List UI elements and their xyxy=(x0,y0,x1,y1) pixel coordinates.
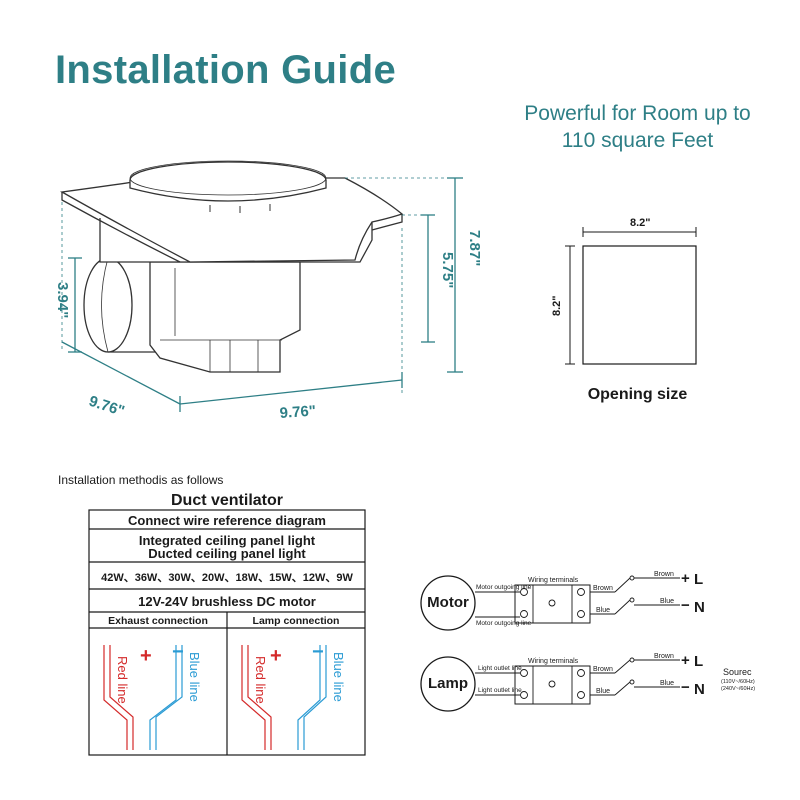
page-title: Installation Guide xyxy=(55,48,396,92)
motor-L: L xyxy=(694,571,703,588)
dim-depth: 9.76" xyxy=(87,393,127,420)
motor-wiring-diagram: Motor Motor outgoing line Motor outgoing… xyxy=(420,570,705,631)
motor-brown-a: Brown xyxy=(593,585,613,592)
installation-method-label: Installation methodis as follows xyxy=(58,473,224,487)
motor-outgoing-bottom: Motor outgoing line xyxy=(476,620,532,627)
lamp-outgoing-bottom: Light outlet line xyxy=(478,687,522,694)
exhaust-blue-line: Blue line xyxy=(187,652,202,702)
motor-brown-b: Brown xyxy=(654,571,674,578)
table-row-ducted-light: Ducted ceiling panel light xyxy=(148,546,306,561)
source-line-2: (240V~/60Hz) xyxy=(721,686,755,692)
subtitle-line-2: 110 square Feet xyxy=(561,129,714,152)
table-row-motor: 12V-24V brushless DC motor xyxy=(138,594,316,609)
lamp-outgoing-top: Light outlet line xyxy=(478,665,522,672)
table-col-exhaust: Exhaust connection xyxy=(108,615,208,627)
exhaust-red-line: Red line xyxy=(115,656,130,704)
motor-terminals: Wiring terminals xyxy=(528,577,579,584)
lamp-wires xyxy=(241,645,327,750)
lamp-brown-b: Brown xyxy=(654,653,674,660)
lamp-brown-a: Brown xyxy=(593,666,613,673)
opening-size-label: Opening size xyxy=(587,386,688,403)
lamp-plus: + xyxy=(681,652,690,669)
lamp-plus: + xyxy=(270,645,282,667)
source-line-1: (110V~/60Hz) xyxy=(721,679,755,685)
exhaust-minus: − xyxy=(172,641,184,663)
dim-height-body: 5.75" xyxy=(439,252,456,288)
lamp-N: N xyxy=(694,681,705,698)
lamp-device-label: Lamp xyxy=(428,675,468,692)
subtitle-line-1: Powerful for Room up to xyxy=(524,102,751,125)
motor-blue-a: Blue xyxy=(596,607,610,614)
table-title: Duct ventilator xyxy=(171,492,283,509)
motor-minus: − xyxy=(681,597,690,614)
opening-height: 8.2" xyxy=(551,295,563,316)
table-row-wire-diagram: Connect wire reference diagram xyxy=(128,513,326,528)
capacity-subtitle: Powerful for Room up to 110 square Feet xyxy=(505,100,770,154)
lamp-blue-b: Blue xyxy=(660,680,674,687)
exhaust-wires xyxy=(103,645,183,750)
dim-duct: 3.94" xyxy=(54,282,71,318)
dim-height-total: 7.87" xyxy=(466,230,483,266)
lamp-wiring-diagram: Lamp Light outlet line Light outlet line… xyxy=(420,652,705,712)
opening-width: 8.2" xyxy=(630,217,651,229)
table-row-integrated-light: Integrated ceiling panel light xyxy=(139,533,316,548)
lamp-minus: − xyxy=(681,679,690,696)
motor-outgoing-top: Motor outgoing line xyxy=(476,584,532,591)
exhaust-plus: + xyxy=(140,645,152,667)
lamp-L: L xyxy=(694,653,703,670)
motor-blue-b: Blue xyxy=(660,598,674,605)
lamp-red-line: Red line xyxy=(253,656,268,704)
lamp-blue-line: Blue line xyxy=(331,652,346,702)
fan-illustration xyxy=(60,160,404,373)
opening-square xyxy=(565,227,697,365)
source-title: Sourec xyxy=(723,667,752,677)
lamp-minus: − xyxy=(312,641,324,663)
dim-width: 9.76" xyxy=(279,402,316,421)
lamp-blue-a: Blue xyxy=(596,688,610,695)
dimension-lines xyxy=(61,177,463,412)
motor-device-label: Motor xyxy=(427,594,469,611)
table-col-lamp: Lamp connection xyxy=(253,615,340,627)
motor-N: N xyxy=(694,599,705,616)
lamp-terminals: Wiring terminals xyxy=(528,658,579,665)
table-row-wattages: 42W、36W、30W、20W、18W、15W、12W、9W xyxy=(101,572,353,584)
connection-table xyxy=(88,509,366,756)
motor-plus: + xyxy=(681,570,690,587)
